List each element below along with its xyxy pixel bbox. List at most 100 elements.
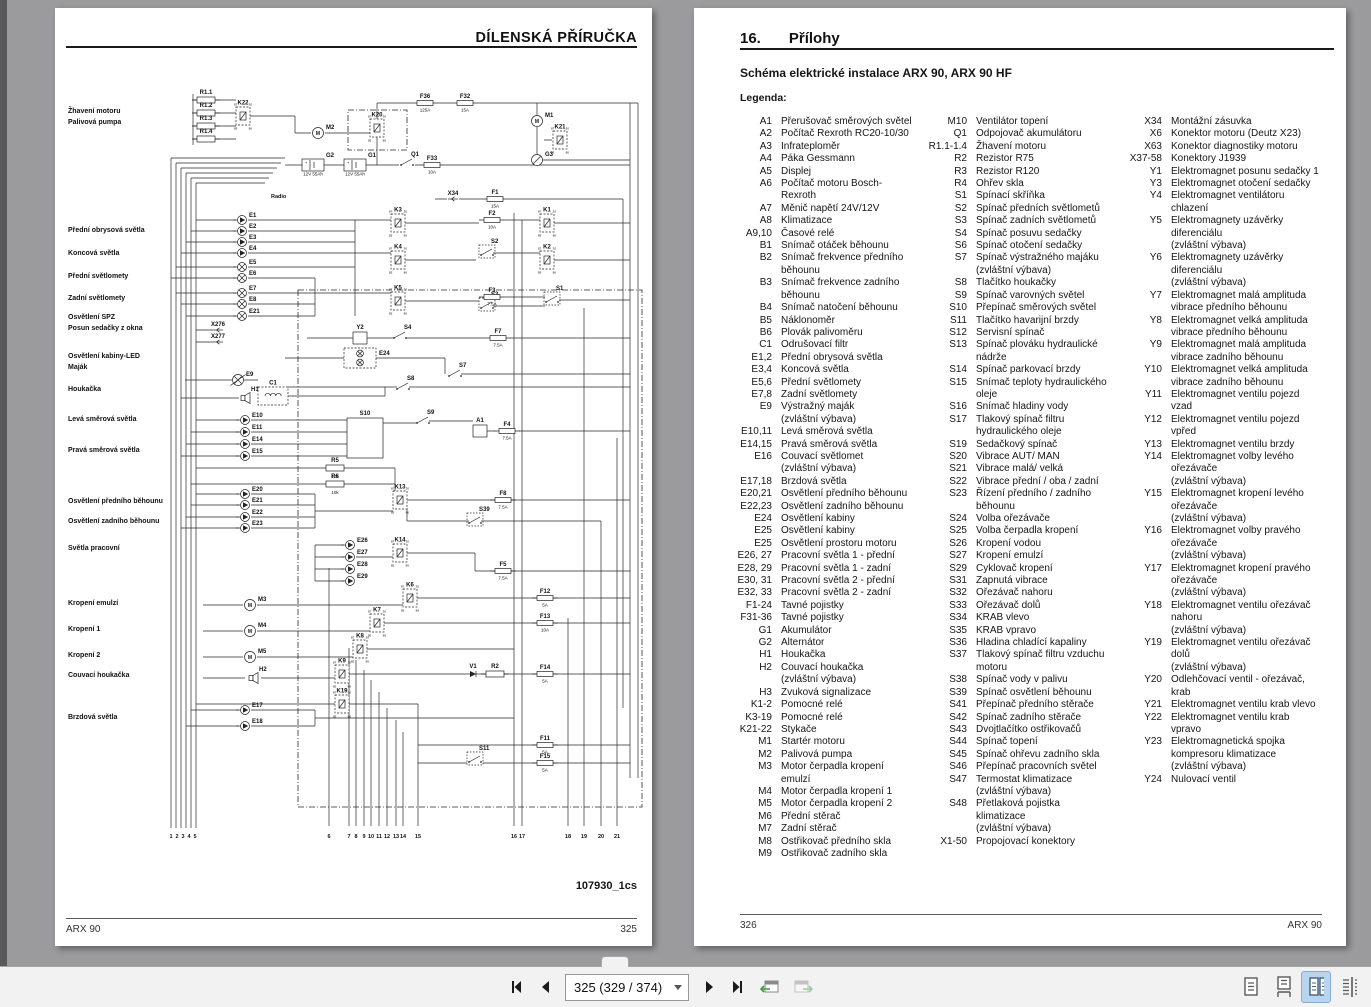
legend-code: S7 (954, 252, 967, 264)
schematic-circuit-label: Houkačka (68, 386, 102, 393)
page-dropdown-caret[interactable] (674, 984, 682, 990)
svg-text:K4: K4 (394, 245, 402, 251)
legend-code: Y23 (1144, 736, 1162, 748)
legend-description: Odlehčovací ventil - ořezávač, krab (1171, 674, 1305, 698)
legend-description: Spínač osvětlení běhounu (976, 686, 1092, 698)
next-view-button[interactable] (789, 975, 819, 999)
legend-description: Spínač posuvu sedačky (976, 227, 1082, 239)
svg-text:E4: E4 (249, 246, 257, 252)
page-number-input[interactable]: 325 (329 / 374) (565, 973, 689, 1001)
svg-text:E5: E5 (249, 260, 257, 266)
svg-text:F3: F3 (488, 288, 496, 294)
legend-code: Y19 (1144, 637, 1162, 649)
facing-pages-layout-button[interactable] (1301, 971, 1331, 1003)
schematic-component-m2: MM2 (312, 125, 335, 139)
schema-subtitle: Schéma elektrické instalace ARX 90, ARX … (740, 66, 1012, 80)
legend-description: Elektromagnet ventilu ořezávač dolů (zvl… (1171, 637, 1311, 673)
svg-text:K1: K1 (543, 208, 551, 214)
schematic-component-q1: Q1 (400, 152, 420, 166)
previous-view-button[interactable] (754, 975, 784, 999)
single-page-layout-button[interactable] (1236, 972, 1264, 1002)
legend-description: Elektromagnet volby levého ořezávače (zv… (1171, 450, 1294, 487)
first-page-button[interactable] (505, 976, 529, 998)
schematic-circuit-label: Osvětlení předního běhounu (68, 498, 163, 505)
legend-description: Elektromagnet otočení sedačky (1171, 178, 1311, 190)
legend-code: Y7 (1149, 289, 1162, 301)
svg-text:Y2: Y2 (356, 325, 364, 331)
svg-text:30: 30 (366, 636, 370, 640)
continuous-layout-button[interactable] (1269, 972, 1297, 1002)
schematic-terminal-number: 6 (327, 834, 330, 840)
legend-code: H2 (759, 661, 772, 673)
svg-text:K5: K5 (394, 286, 402, 292)
legend-description: KRAB vpravo (976, 624, 1037, 636)
legend-description: Osvětlení prostoru motoru (781, 537, 897, 549)
svg-text:E26: E26 (357, 538, 368, 544)
legend-code: B1 (759, 240, 772, 252)
schematic-boundary (297, 109, 643, 808)
page-number-value: 325 (329 / 374) (574, 979, 663, 995)
legend-code: Y22 (1144, 711, 1162, 723)
svg-text:87: 87 (368, 610, 372, 614)
svg-text:X277: X277 (211, 334, 226, 340)
next-page-button[interactable] (698, 976, 720, 998)
svg-text:M: M (248, 655, 252, 661)
last-page-button[interactable] (725, 976, 749, 998)
schematic-circuit-label: Osvětlení kabiny-LED (68, 353, 140, 360)
svg-text:K22: K22 (237, 101, 249, 107)
legend-description: Tlakový spínač filtru hydraulického olej… (976, 413, 1065, 438)
legend-description: Spínač vody v palivu (976, 674, 1068, 686)
schematic-component-r1-2: R1.2 (192, 103, 220, 117)
legend-code: Y13 (1144, 438, 1162, 450)
legend-description: Elektromagnet ventilu pojezd vpřed (1171, 413, 1300, 438)
svg-text:87: 87 (333, 691, 337, 695)
svg-text:K13: K13 (394, 485, 406, 491)
legend-description: Kropení emulzí (976, 550, 1044, 562)
legend-code: M9 (758, 847, 772, 859)
footer-rule (66, 918, 637, 919)
legend-description: Volba čerpadla kropení (976, 525, 1079, 537)
legend-code: S3 (954, 215, 967, 227)
svg-text:87: 87 (391, 487, 395, 491)
legend-description: Tavné pojistky (781, 612, 844, 624)
legend-code: S17 (949, 413, 967, 425)
legend-description: Snímač frekvence zadního běhounu (781, 277, 900, 301)
legend-code: X34 (1144, 116, 1162, 127)
legend-description: Tlakový spínač filtru vzduchu motoru (976, 649, 1105, 673)
schematic-component-e21: E21 (236, 498, 263, 510)
svg-text:86: 86 (404, 234, 408, 238)
schematic-circuit-label: Osvětlení SPZ (68, 314, 116, 321)
toolbar-collapse-handle[interactable] (601, 956, 629, 967)
schematic-terminal-number: 17 (519, 834, 525, 840)
legend-code: A9,10 (745, 227, 772, 239)
legend-description: Dvojtlačítko ostřikovačů (976, 723, 1082, 735)
schematic-circuit-label: Palivová pumpa (68, 119, 122, 126)
legend-description: Snímač natočení běhounu (781, 302, 898, 314)
legend-description: Přední světlomety (781, 376, 862, 388)
schematic-terminal-number: 18 (565, 834, 571, 840)
footer-rule (740, 914, 1322, 915)
legend-description: Couvací houkačka (zvláštní výbava) (781, 661, 864, 686)
schematic-circuit-label: Žhavení motoru (68, 108, 121, 115)
legend-code: F31-36 (740, 612, 772, 624)
legend-description: Snímač teploty hydraulického oleje (976, 376, 1107, 400)
previous-page-button[interactable] (534, 976, 556, 998)
legend-description: Spínač varovných světel (976, 289, 1085, 301)
facing-continuous-layout-button[interactable] (1335, 972, 1363, 1002)
single-page-icon (1244, 977, 1258, 996)
legend-entry: F31-36 Tavné pojistky (720, 612, 916, 624)
svg-text:85: 85 (389, 271, 393, 275)
schematic-component-s9: S9 (416, 410, 435, 424)
svg-text:K8: K8 (356, 634, 364, 640)
